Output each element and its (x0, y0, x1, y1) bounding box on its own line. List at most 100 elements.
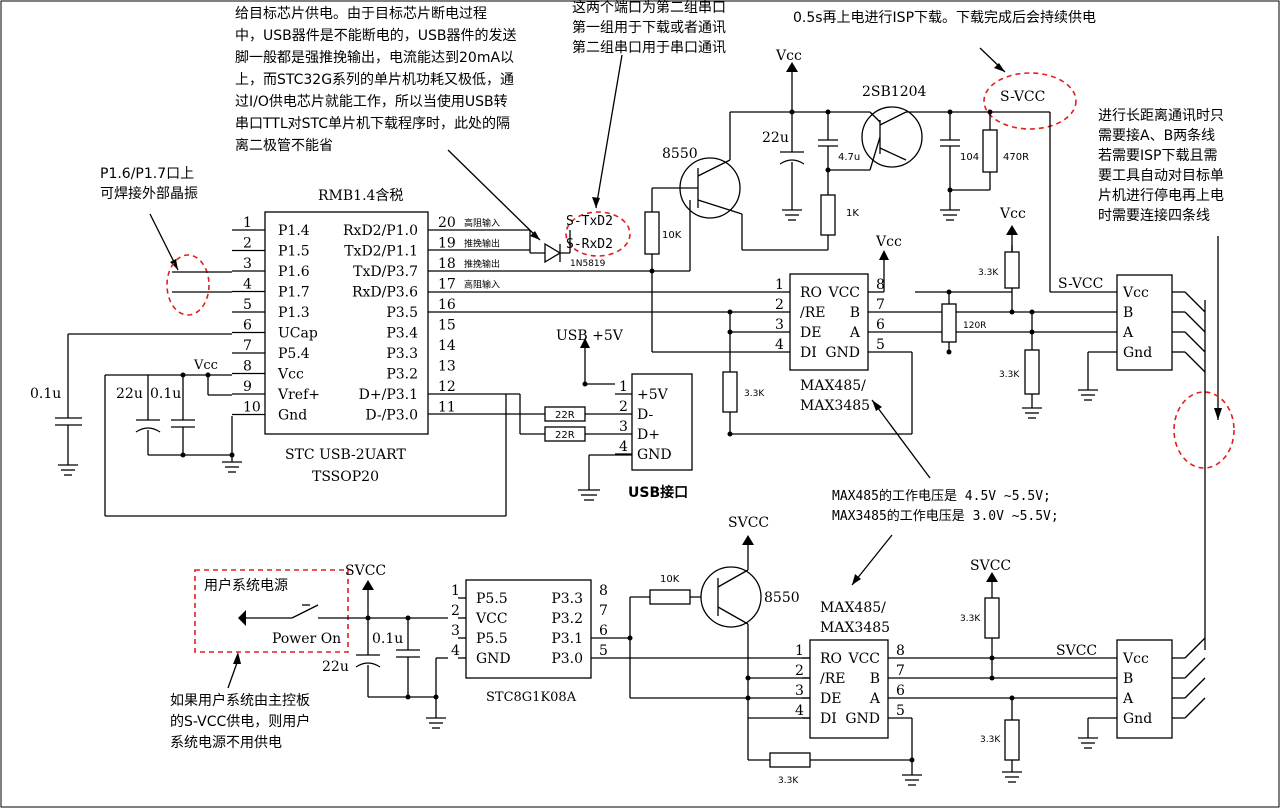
max485-bottom-name-1: MAX485/ (820, 600, 886, 616)
svcc-bottom-max-label: SVCC (970, 558, 1011, 574)
max-bot-pin-name: A (869, 691, 881, 707)
svcc-conn-label: S-VCC (1058, 276, 1103, 292)
user-note-line-2: 系统电源不用供电 (170, 735, 282, 751)
usb-supply-label: USB +5V (556, 328, 624, 344)
max-top-pin-num: 3 (775, 317, 784, 333)
usb-pin-num: 2 (619, 399, 628, 415)
long-note-line-3: 要工具自动对目标单 (1098, 168, 1224, 184)
u1-pin-name: P1.6 (278, 264, 310, 280)
long-distance-note: 进行长距离通讯时只需要接A、B两条线若需要ISP下载且需要工具自动对目标单片机进… (1098, 107, 1224, 224)
port-note-line-2: 第二组串口用于串口通讯 (572, 39, 726, 56)
diode-label: 1N5819 (570, 259, 606, 269)
q-bottom-label: 8550 (764, 590, 800, 606)
max485-top (789, 273, 869, 371)
max485-top-name-2: MAX3485 (800, 398, 870, 414)
user-power-switch: 用户系统电源 (204, 577, 366, 626)
max-top-pin-num: 6 (876, 317, 885, 333)
max-top-pin-name: GND (825, 345, 860, 361)
max-top-pin-name: /RE (800, 305, 825, 321)
cap-22u-u1: 22u (116, 386, 143, 402)
conn-top-pin: A (1122, 325, 1134, 341)
conn-top-pin: B (1123, 305, 1133, 321)
max-bot-pin-name: RO (820, 651, 842, 667)
bottom-power-wiring (355, 580, 448, 729)
stc8g-pin-name: GND (476, 651, 511, 667)
res-10k-top: 10K (662, 230, 682, 241)
u1-pin-num: 5 (243, 297, 252, 313)
stc8g-pin-name: P3.3 (551, 591, 583, 607)
user-note-line-0: 如果用户系统由主控板 (170, 692, 310, 709)
u1-pin-name: P5.4 (278, 346, 310, 362)
label-s-txd2: S-TxD2 (566, 214, 613, 229)
u1-pin-name: Vcc (277, 367, 304, 383)
cap-0.1u-left: 0.1u (30, 386, 61, 402)
diode-note-line-0: 给目标芯片供电。由于目标芯片断电过程 (235, 6, 487, 22)
u1-pin-num: 11 (438, 400, 456, 416)
max-top-pin-num: 2 (775, 297, 784, 313)
connector-top (1116, 274, 1173, 371)
max-top-vcc-label: Vcc (875, 234, 902, 250)
svcc-conn-bottom-label: SVCC (1056, 643, 1097, 659)
res-3.3k-bot-top: 3.3K (960, 614, 981, 624)
u1-pin-num: 15 (438, 318, 456, 334)
max485-top-name-1: MAX485/ (800, 378, 866, 394)
connector-highlight (1173, 391, 1235, 469)
u1-chip (264, 211, 429, 435)
diode-note-line-6: 离二极管不能省 (235, 137, 333, 154)
max-bot-pin-name: DI (820, 711, 837, 727)
max-bot-pin-num: 8 (896, 643, 905, 659)
u1-pin-num: 1 (243, 215, 252, 231)
max-bot-pin-name: B (870, 671, 880, 687)
stc8g-pin-name: P3.0 (551, 651, 583, 667)
res-22r-2: 22R (555, 430, 575, 441)
usb-pin-name: D- (637, 407, 653, 423)
stc8g-pin-name: P5.5 (476, 631, 508, 647)
u1-pin-name: P3.4 (386, 326, 418, 342)
u1-pin-tag: 高阻输入 (464, 279, 500, 291)
max-bot-pin-num: 6 (896, 683, 905, 699)
u1-pin-name: P1.3 (278, 305, 310, 321)
max-bot-pin-num: 1 (795, 643, 804, 659)
long-note-line-4: 片机进行停电再上电 (1098, 187, 1224, 204)
conn-bot-pin: Gnd (1123, 711, 1152, 727)
stc8g-pin-num: 1 (451, 583, 460, 599)
max-top-pin-name: A (849, 325, 861, 341)
u1-pin-name: RxD/P3.6 (352, 285, 418, 301)
u1-pin-num: 14 (438, 338, 456, 354)
max-bot-pin-num: 5 (896, 703, 905, 719)
max-top-pin-name: RO (800, 285, 822, 301)
stc8g-name: STC8G1K08A (486, 690, 577, 705)
max-voltage-note: MAX485的工作电压是 4.5V ~5.5V;MAX3485的工作电压是 3.… (832, 488, 1059, 524)
long-note-line-1: 需要接A、B两条线 (1098, 127, 1215, 144)
stc8g-chip (465, 579, 592, 679)
u1-pin-name: TxD/P3.7 (353, 264, 418, 280)
diode-note: 给目标芯片供电。由于目标芯片断电过程中，USB器件是不能断电的，USB器件的发送… (235, 6, 516, 154)
conn-bot-pin: A (1122, 691, 1134, 707)
usb-pin-num: 1 (619, 379, 628, 395)
cap-104: 104 (960, 152, 979, 163)
svcc-bottom-q-label: SVCC (728, 515, 769, 531)
crossover-wires (1172, 291, 1206, 719)
diode-note-line-3: 上，而STC32G系列的单片机功耗又极低，通 (235, 72, 514, 88)
stc8g-pin-name: VCC (475, 611, 508, 627)
u1-pin-name: P3.3 (386, 346, 418, 362)
q1-label: 8550 (662, 146, 698, 162)
usb-pin-name: GND (637, 447, 672, 463)
top-vcc-label: Vcc (775, 48, 802, 64)
svcc-top-label: S-VCC (1000, 89, 1045, 105)
stc8g-pin-name: P3.2 (551, 611, 583, 627)
max-bot-pin-num: 4 (795, 703, 804, 719)
max-top-pin-num: 5 (876, 337, 885, 353)
u1-pin-tag: 高阻输入 (464, 217, 500, 229)
res-470r: 470R (1003, 152, 1029, 163)
stc8g-pin-name: P5.5 (476, 591, 508, 607)
u1-pin-num: 13 (438, 359, 456, 375)
